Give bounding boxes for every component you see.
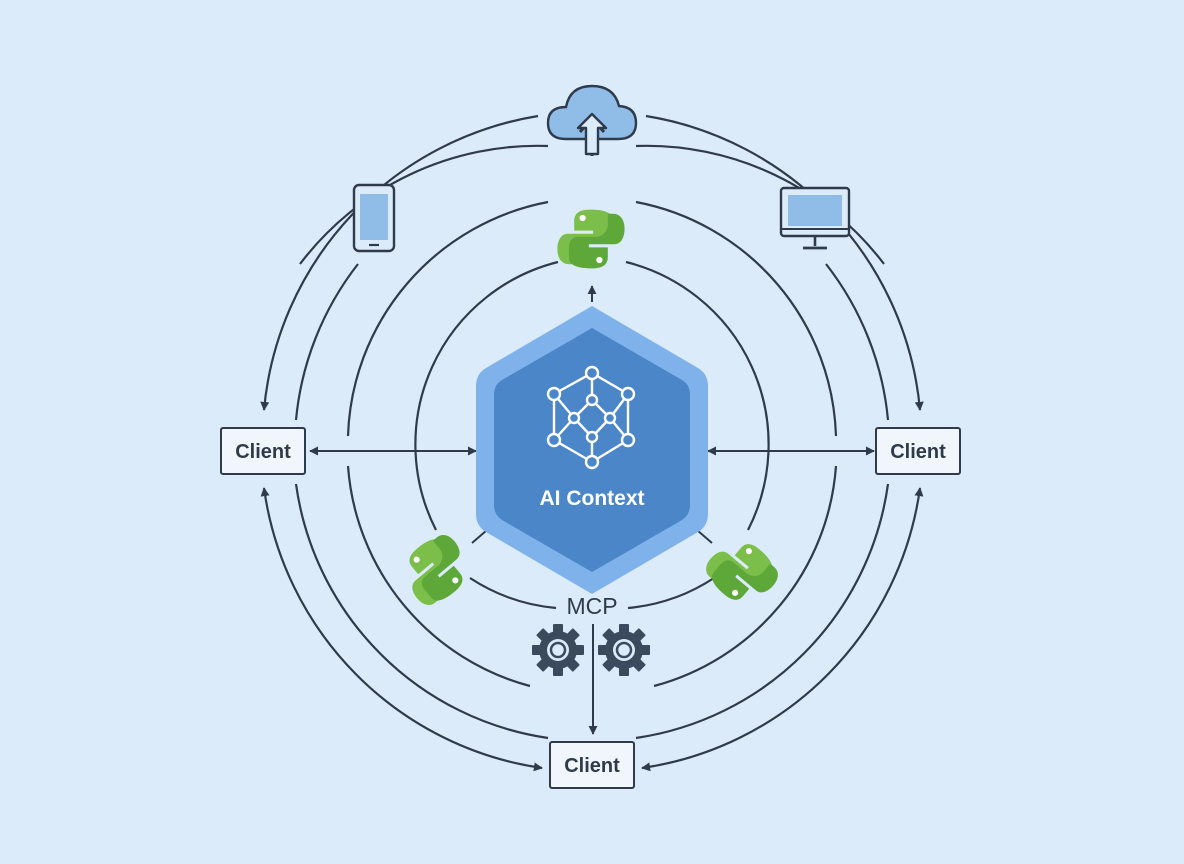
orbit-arc [260,114,539,411]
ring-arc [627,577,715,610]
orbit-arc [635,144,885,265]
ring-arc [653,465,838,688]
client-node-left[interactable]: Client [220,427,306,475]
cloud-upload-icon [546,84,638,156]
python-logo-icon [557,209,625,269]
ring-arc [346,200,549,437]
orbit-arc [635,483,890,740]
client-label: Client [564,755,620,777]
client-label: Client [890,441,946,463]
ring-arc [346,465,531,688]
orbit-arc [260,487,543,772]
ring-arc [635,200,838,437]
ai-context-label: AI Context [540,487,645,510]
desktop-monitor-icon [779,186,851,250]
ai-context-hub[interactable]: AI Context [476,306,708,594]
middle-orbit [294,144,890,740]
client-label: Client [235,441,291,463]
inner-ring [346,200,838,688]
orbit-arc [294,263,359,421]
client-node-bottom[interactable]: Client [549,741,635,789]
ring-arc [414,260,559,531]
outer-orbit [260,114,924,772]
orbit-arc [299,144,549,265]
python-logo-icon [392,527,480,613]
smartphone-icon [352,183,396,253]
ring-arc [469,577,557,610]
orbit-arc [641,487,924,772]
gear-icon [532,624,584,676]
mcp-label: MCP [566,593,617,619]
orbit-arc [825,263,890,421]
orbit-arc [294,483,549,740]
ring-arc [625,260,770,531]
gear-icon [598,624,650,676]
client-node-right[interactable]: Client [875,427,961,475]
core-ring [414,260,770,610]
network-graph-icon [546,365,636,470]
